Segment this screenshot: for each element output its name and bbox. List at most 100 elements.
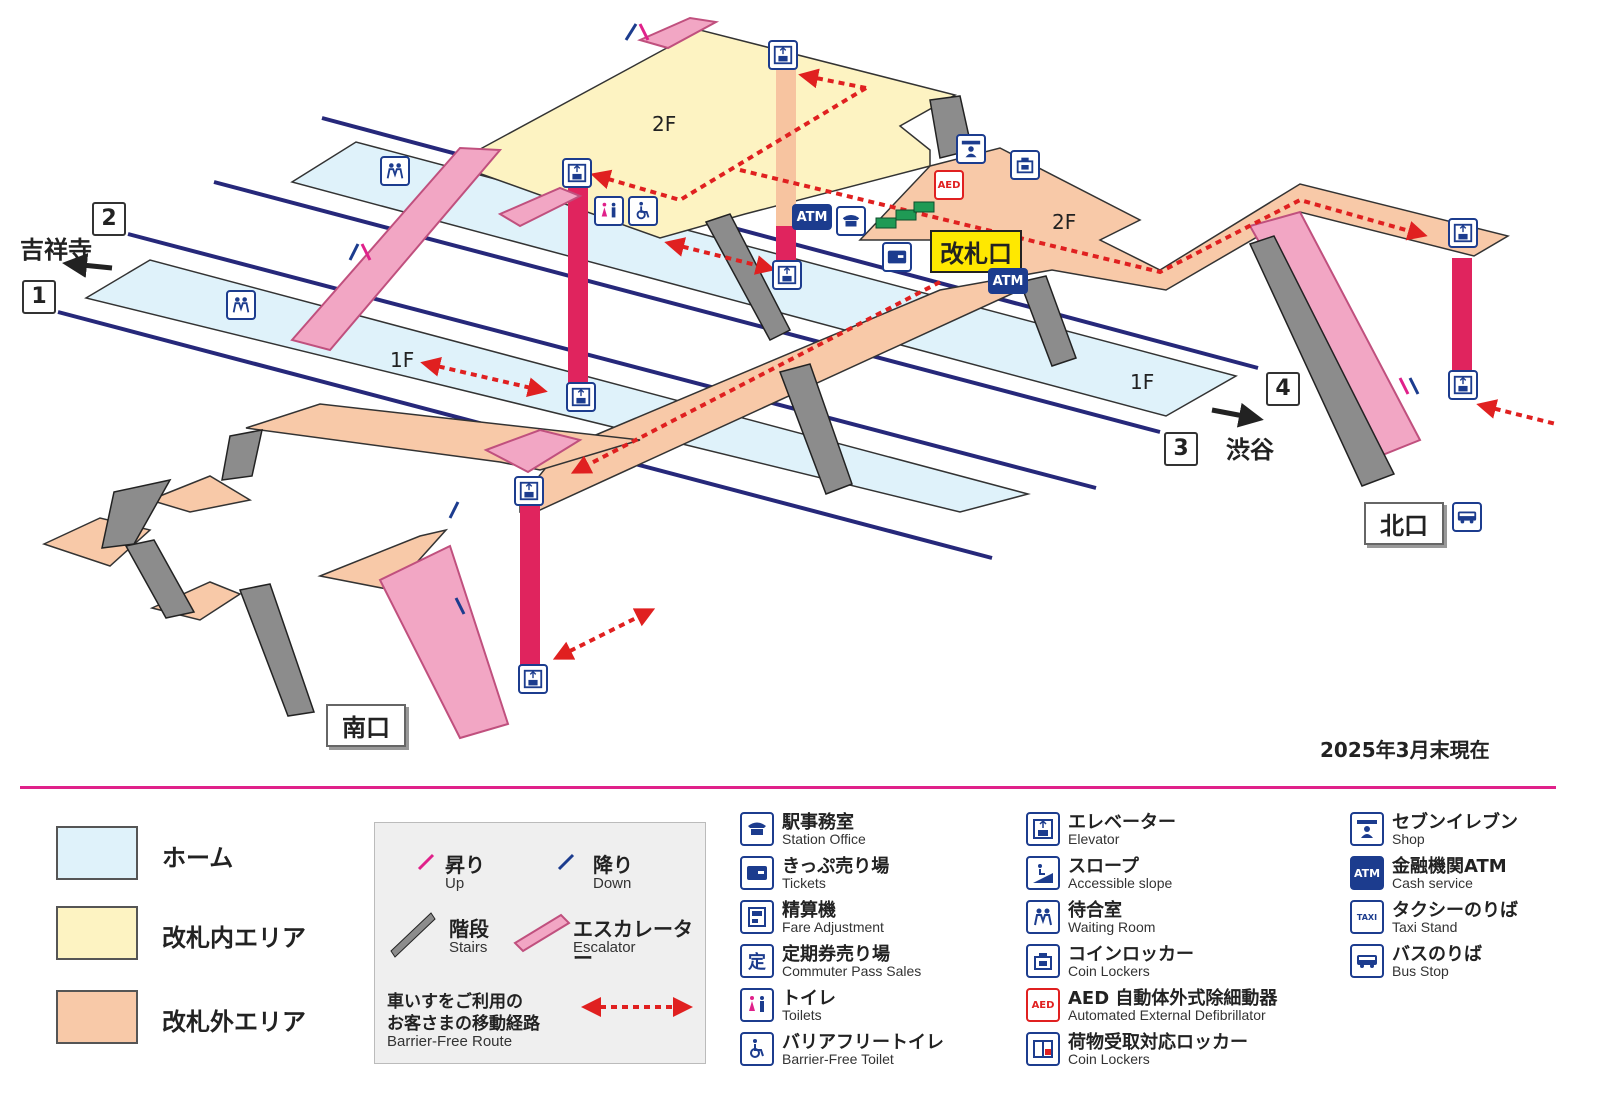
legend-item-jp: AED 自動体外式除細動器 xyxy=(1068,988,1278,1009)
legend-item-commuter-pass: 定 定期券売り場 Commuter Pass Sales xyxy=(740,940,1000,982)
toilet-icon xyxy=(740,988,774,1022)
legend-route-jp-2: お客さまの移動経路 xyxy=(387,1014,540,1034)
legend-item-jp: 駅事務室 xyxy=(782,812,854,833)
ticket-gates xyxy=(875,201,935,229)
legend-item-en: Tickets xyxy=(782,875,826,891)
legend-item-taxi: TAXI タクシーのりば Taxi Stand xyxy=(1350,896,1598,938)
legend-up-en: Up xyxy=(445,875,465,892)
legend-item-en: Bus Stop xyxy=(1392,963,1449,979)
aed-icon-text: AED xyxy=(937,179,961,191)
legend-up-jp: 昇り xyxy=(445,853,485,877)
escalators xyxy=(290,16,1422,740)
elevator-icon xyxy=(768,40,798,70)
legend-item-en: Elevator xyxy=(1068,831,1120,847)
legend-divider xyxy=(20,786,1556,789)
elevator-icon xyxy=(518,664,548,694)
legend-item-en: Station Office xyxy=(782,831,866,847)
legend-item-jp: タクシーのりば xyxy=(1392,900,1518,921)
legend-stairs-en: Stairs xyxy=(449,939,488,956)
atm-icon: ATM xyxy=(792,204,832,230)
elevator-icon xyxy=(1448,218,1478,248)
symbol-key-graphics xyxy=(390,853,693,1017)
up-down-arrows xyxy=(348,23,1420,615)
elevator-shaft-b xyxy=(776,60,796,266)
waiting-room-icon xyxy=(380,156,410,186)
legend-item-en: Barrier-Free Toilet xyxy=(782,1051,894,1067)
escalator-south xyxy=(378,544,510,740)
barrier-free-toilet-icon xyxy=(740,1032,774,1066)
legend-swatch-outside xyxy=(56,990,138,1044)
elevator-icon xyxy=(772,260,802,290)
track-number-1: 1 xyxy=(22,280,56,314)
legend-item-jp: 定期券売り場 xyxy=(782,944,890,965)
legend-down-en: Down xyxy=(593,875,632,892)
legend-item-jp: 荷物受取対応ロッカー xyxy=(1068,1032,1248,1053)
elevator-icon xyxy=(566,382,596,412)
legend-item-waiting-room: 待合室 Waiting Room xyxy=(1026,896,1286,938)
floor-label-2f-outside: 2F xyxy=(1052,210,1077,234)
legend-item-shop: セブンイレブン Shop xyxy=(1350,808,1598,850)
elevator-icon xyxy=(514,476,544,506)
ticket-icon xyxy=(882,242,912,272)
track-line-2 xyxy=(213,180,1161,434)
ticket-gate-label: 改札口 xyxy=(930,230,1022,273)
legend-item-fare-adjustment: 精算機 Fare Adjustment xyxy=(740,896,1000,938)
elevator-shaft-d xyxy=(1452,258,1472,372)
legend-item-en: Cash service xyxy=(1392,875,1473,891)
barrier-free-routes xyxy=(420,68,1557,660)
legend-item-jp: バリアフリートイレ xyxy=(782,1032,944,1053)
date-note: 2025年3月末現在 xyxy=(1320,738,1490,762)
stairs-legend-icon xyxy=(390,912,436,958)
route-north-exit xyxy=(1476,399,1557,426)
fare-adjustment-icon xyxy=(740,900,774,934)
floor-label-1f-left: 1F xyxy=(390,348,415,372)
legend-item-en: Shop xyxy=(1392,831,1425,847)
station-map: 2F 2F 1F 1F 吉祥寺 渋谷 1 2 3 4 改札口 南口 北口 202… xyxy=(20,16,1557,762)
legend-item-elevator: エレベーター Elevator xyxy=(1026,808,1286,850)
legend-route-jp-1: 車いすをご利用の xyxy=(387,992,523,1012)
legend-item-en: Fare Adjustment xyxy=(782,919,884,935)
toilet-icon xyxy=(594,196,624,226)
legend-item-jp: コインロッカー xyxy=(1068,944,1194,965)
escalator-platform-left xyxy=(290,146,503,352)
legend-label-outside: 改札外エリア xyxy=(162,1008,306,1036)
aed-icon: AED xyxy=(1026,988,1060,1022)
shop-icon xyxy=(1350,812,1384,846)
escalator-south-top xyxy=(483,428,583,474)
legend-item-en: Toilets xyxy=(782,1007,822,1023)
legend-swatch-platform xyxy=(56,826,138,880)
legend-label-inside: 改札内エリア xyxy=(162,924,306,952)
escalator-mid xyxy=(497,186,583,228)
taxi-icon: TAXI xyxy=(1350,900,1384,934)
direction-arrows xyxy=(62,253,1264,428)
route-south-exit xyxy=(552,608,656,660)
direction-shibuya: 渋谷 xyxy=(1226,436,1274,464)
legend-item-parcel-locker: 荷物受取対応ロッカー Coin Lockers xyxy=(1026,1028,1286,1070)
legend-item-en: Commuter Pass Sales xyxy=(782,963,922,979)
north-exit-label: 北口 xyxy=(1364,502,1444,545)
waiting-room-icon xyxy=(1026,900,1060,934)
track-number-4: 4 xyxy=(1266,372,1300,406)
floor-label-2f-inside: 2F xyxy=(652,112,677,136)
commuter-pass-icon: 定 xyxy=(740,944,774,978)
elevator-icon xyxy=(1448,370,1478,400)
legend-item-jp: 金融機関ATM xyxy=(1392,856,1507,877)
legend-item-en: Accessible slope xyxy=(1068,875,1173,891)
direction-kichijoji: 吉祥寺 xyxy=(20,236,92,264)
legend-item-jp: バスのりば xyxy=(1392,944,1482,965)
bus-icon xyxy=(1350,944,1384,978)
track-number-3: 3 xyxy=(1164,432,1198,466)
atm-icon: ATM xyxy=(988,268,1028,294)
escalator-legend-icon xyxy=(513,913,571,953)
legend-item-bus: バスのりば Bus Stop xyxy=(1350,940,1598,982)
coin-locker-icon xyxy=(1026,944,1060,978)
legend-item-station-office: 駅事務室 Station Office xyxy=(740,808,1000,850)
legend-item-slope: スロープ Accessible slope xyxy=(1026,852,1286,894)
legend-stairs-jp: 階段 xyxy=(449,917,489,941)
legend-label-platform: ホーム xyxy=(162,844,234,872)
legend-item-en: Waiting Room xyxy=(1068,919,1156,935)
parcel-locker-icon xyxy=(1026,1032,1060,1066)
route-concourse xyxy=(664,237,776,275)
elevator-shafts xyxy=(520,60,1472,674)
track-line-3 xyxy=(127,232,1097,490)
